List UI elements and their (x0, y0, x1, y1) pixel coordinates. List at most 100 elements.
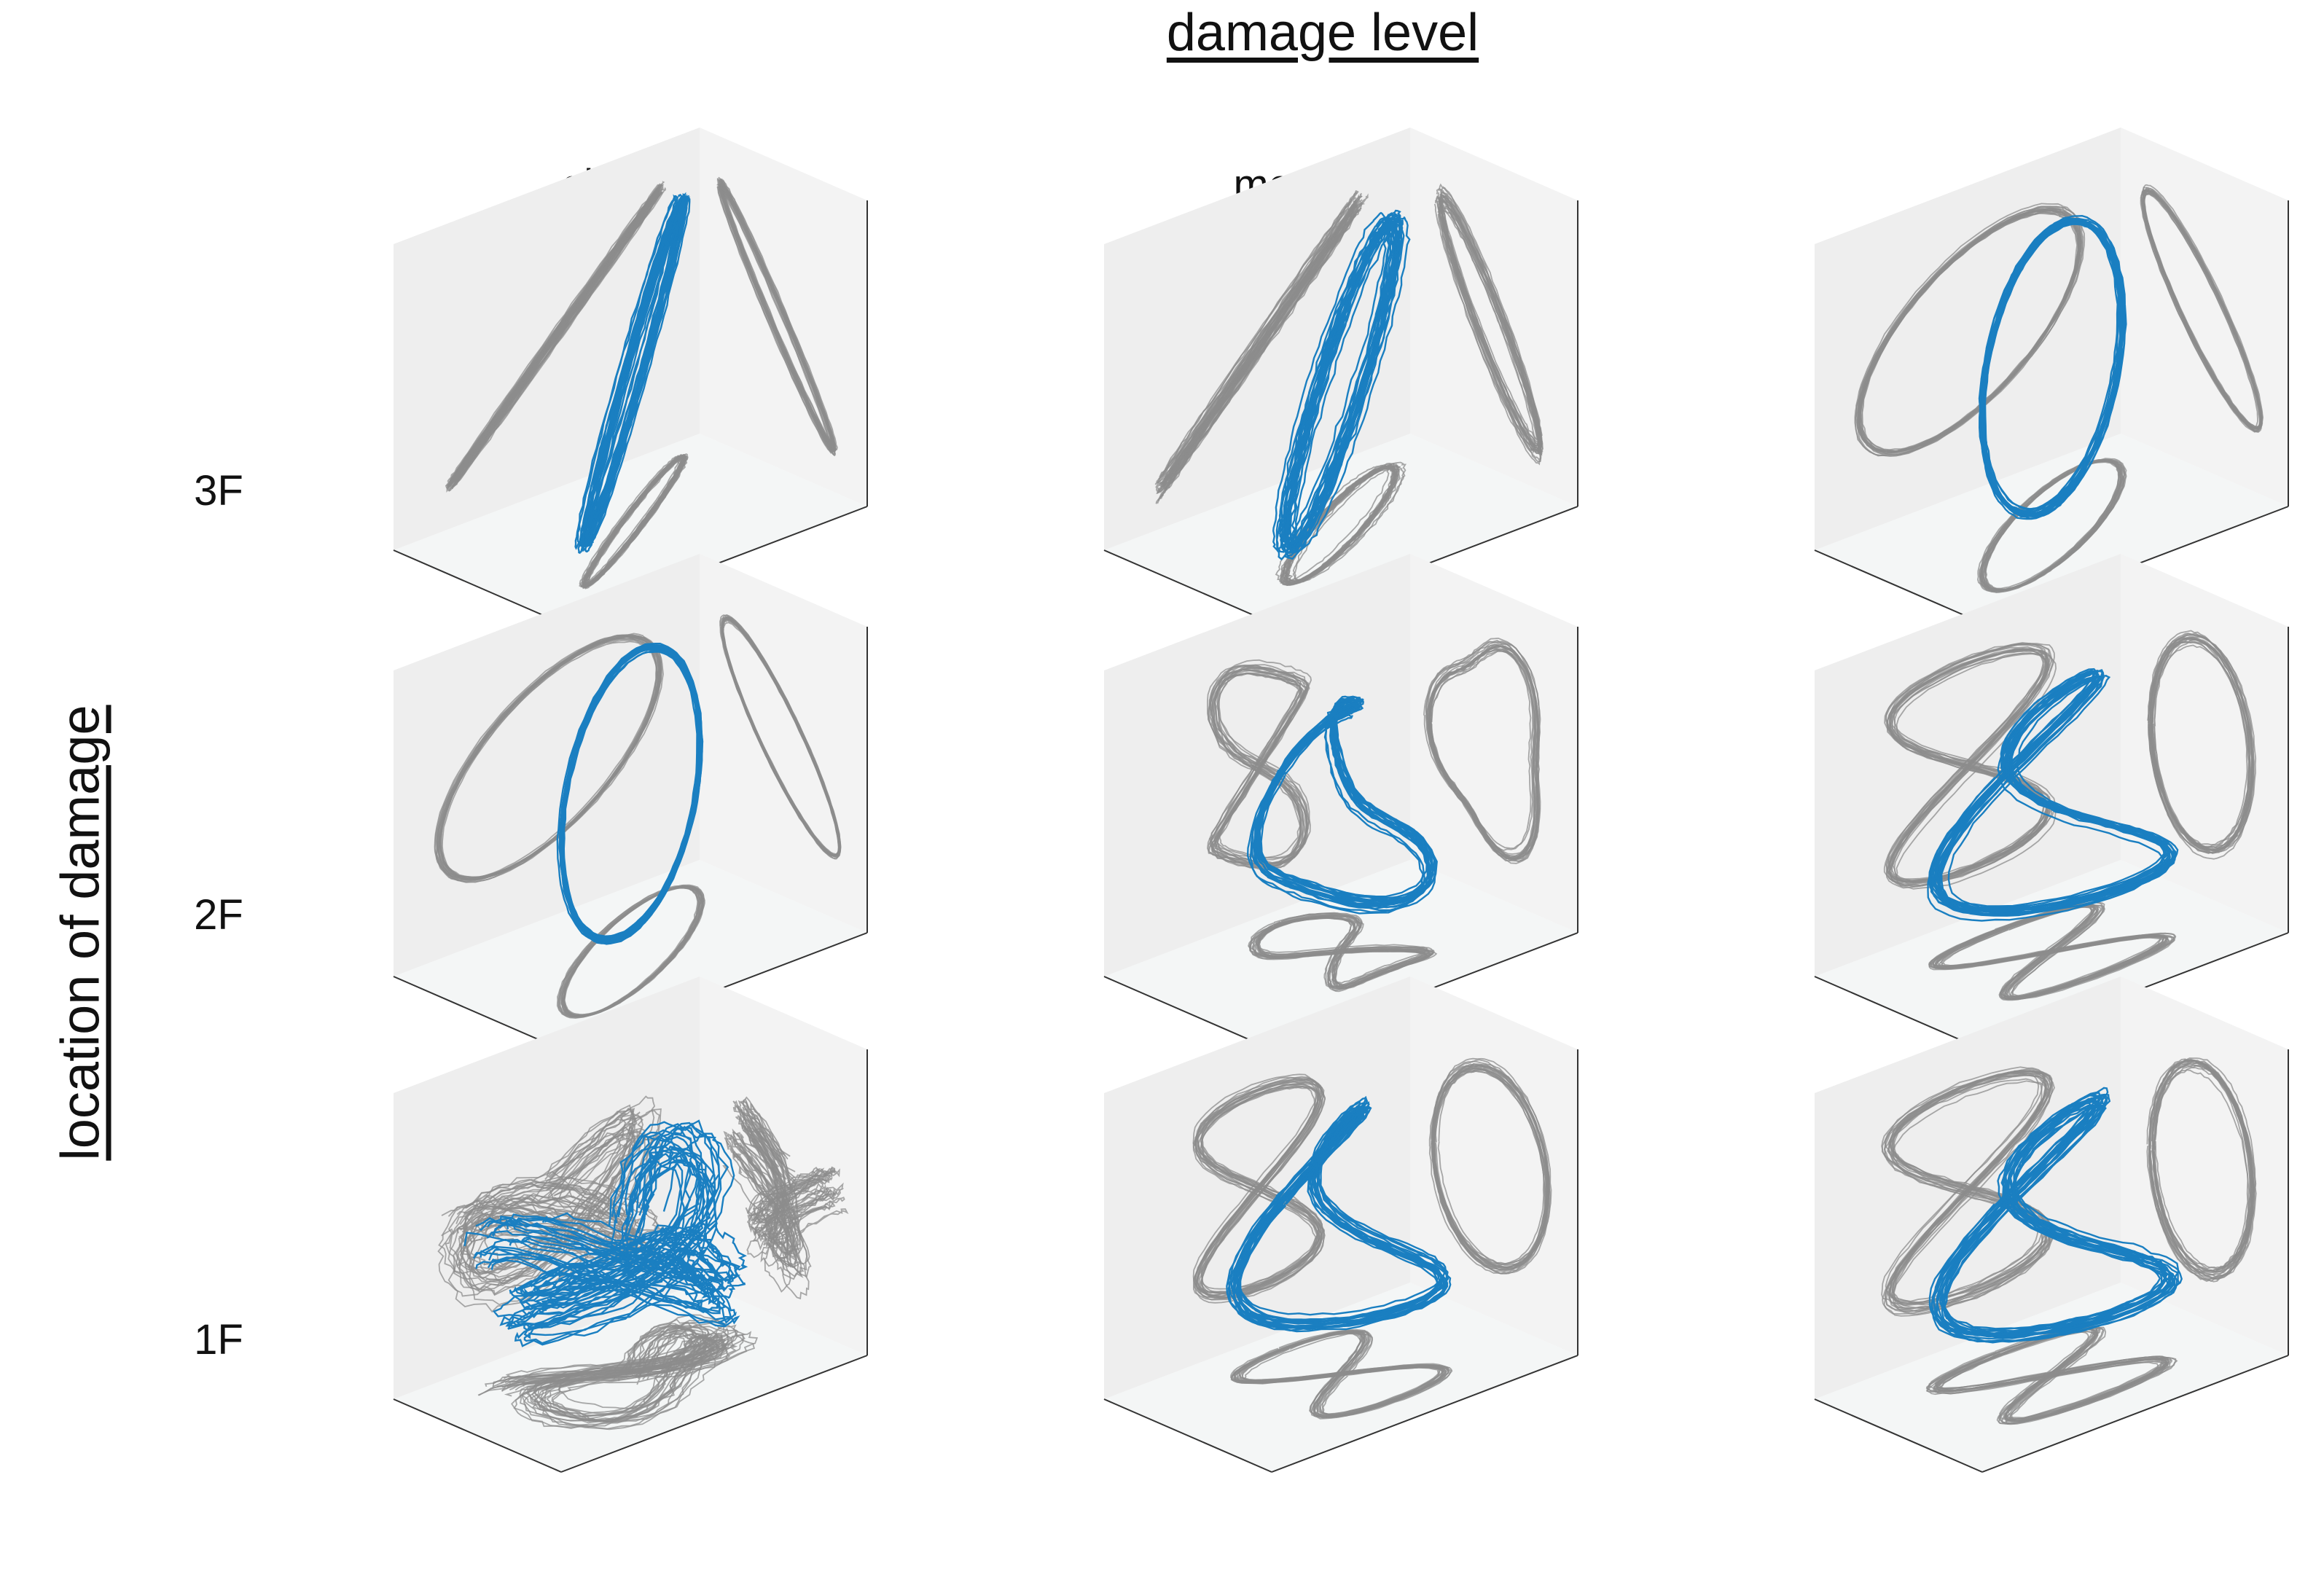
trajectory-17 (1978, 219, 2118, 512)
trajectory-19 (504, 1122, 741, 1296)
axis-line-0 (393, 976, 562, 1050)
trajectory-18 (1280, 212, 1398, 553)
trajectory-16 (586, 193, 688, 547)
projection-side-19 (1439, 194, 1543, 454)
axis-line-0 (1814, 1398, 1983, 1473)
projection-floor-16 (1929, 904, 2164, 998)
trajectory-17 (1930, 1097, 2167, 1337)
projection-back-20 (448, 184, 665, 486)
pane-floor (1104, 434, 1578, 623)
pane-side (700, 554, 867, 933)
projection-back-17 (1887, 1071, 2049, 1310)
projection-side-17 (2143, 187, 2263, 429)
pane-floor (1815, 434, 2288, 623)
row-label-1F: 1F (194, 1316, 243, 1363)
projection-side-16 (2147, 637, 2248, 848)
projection-side-17 (2151, 638, 2255, 854)
pane-floor (394, 860, 867, 1049)
projection-side-15 (2154, 1057, 2257, 1270)
projection-back-16 (1216, 672, 1308, 865)
panel-1F-3 (1814, 976, 2289, 1473)
panel-3F-1 (393, 128, 868, 624)
panel-2F-3 (1814, 554, 2289, 1050)
projection-back-17 (1208, 673, 1302, 870)
projection-back-20 (459, 1126, 636, 1282)
pane-floor (394, 434, 867, 623)
axis-line-0 (393, 1398, 562, 1473)
trajectory-14 (1934, 1105, 2169, 1343)
projection-side-17 (721, 617, 841, 856)
projection-floor-16 (1237, 1331, 1447, 1417)
trajectory-14 (1938, 669, 2175, 911)
trajectory-17 (1260, 702, 1435, 904)
trajectory-14 (488, 1152, 721, 1332)
trajectory-16 (1256, 697, 1436, 901)
trajectory-12 (1232, 1106, 1445, 1329)
trajectory-16 (1936, 670, 2175, 912)
projection-side-17 (1437, 1065, 1552, 1267)
projection-side-16 (1433, 1070, 1549, 1275)
projection-back-16 (1197, 1085, 1323, 1301)
projection-back-17 (437, 635, 660, 880)
row-label-3F: 3F (194, 467, 243, 514)
projection-floor-17 (1933, 905, 2170, 1001)
projection-back-15 (1884, 1066, 2046, 1302)
projection-back-17 (1860, 206, 2084, 451)
trajectory-14 (1238, 1105, 1452, 1329)
axis-line-1 (1271, 1355, 1578, 1473)
projection-floor-21 (1284, 466, 1399, 586)
trajectory-21 (581, 200, 683, 548)
trajectory-11 (487, 1159, 737, 1339)
axis-line-0 (1103, 1398, 1272, 1473)
axis-line-1 (1981, 1355, 2289, 1473)
trajectory-14 (1982, 221, 2126, 520)
axis-line-1 (560, 1355, 868, 1473)
axis-line-0 (1814, 549, 1983, 624)
panel-3F-2 (1103, 128, 1578, 624)
trajectory-13 (1236, 1095, 1447, 1316)
projection-side-18 (739, 1115, 845, 1277)
projection-floor-17 (1243, 1332, 1452, 1417)
projection-side-16 (2152, 1061, 2255, 1279)
projection-floor-20 (504, 1326, 718, 1418)
projection-side-21 (1440, 200, 1544, 456)
projection-floor-18 (1294, 466, 1404, 582)
trajectory-19 (1289, 217, 1404, 554)
axis-line-0 (1814, 976, 1983, 1050)
projection-side-17 (2146, 1058, 2249, 1274)
trajectory-17 (561, 644, 703, 940)
trajectory-14 (587, 195, 690, 547)
trajectory-15 (574, 194, 677, 550)
panel-1F-1 (393, 976, 868, 1473)
projection-side-21 (749, 1127, 841, 1264)
projection-side-11 (1433, 195, 1536, 454)
trajectory-17 (1294, 216, 1411, 552)
axis-line-0 (1103, 549, 1272, 624)
projection-floor-17 (579, 454, 684, 589)
projection-floor-21 (527, 1333, 738, 1423)
projection-back-21 (1156, 205, 1358, 493)
projection-side-16 (1437, 198, 1541, 455)
projection-floor-15 (1934, 1331, 2170, 1425)
projection-side-17 (1426, 647, 1536, 860)
projection-floor-21 (585, 455, 687, 587)
projection-side-21 (720, 186, 836, 455)
projection-floor-16 (1938, 1326, 2177, 1422)
projection-back-5 (1885, 644, 2048, 883)
page-title: damage level (1166, 4, 1479, 62)
trajectory-21 (490, 1148, 718, 1319)
projection-back-8 (484, 1110, 660, 1266)
projection-floor-18 (522, 1319, 759, 1423)
projection-back-17 (1200, 1077, 1323, 1290)
projection-back-5 (1154, 189, 1359, 485)
axis-line-0 (393, 549, 562, 624)
projection-floor-10 (1255, 912, 1428, 984)
projection-back-16 (1890, 1071, 2055, 1310)
projection-back-21 (451, 191, 663, 490)
projection-back-14 (1856, 212, 2079, 458)
trajectory-11 (1259, 698, 1437, 903)
projection-side-16 (735, 1125, 836, 1268)
projection-floor-17 (1248, 916, 1424, 989)
trajectory-17 (1937, 675, 2175, 916)
